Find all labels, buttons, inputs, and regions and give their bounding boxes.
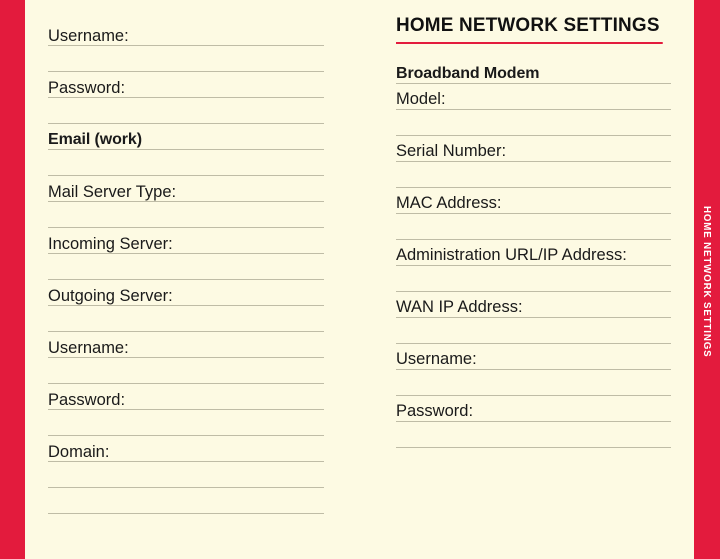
form-rule-blank[interactable]: [48, 98, 324, 124]
form-rule-blank[interactable]: [396, 162, 671, 188]
right-red-edge-bar: [694, 0, 720, 559]
left-form-column: Username: Password: Email (work) Mail Serve…: [48, 0, 324, 514]
form-field-row[interactable]: Outgoing Server:: [48, 280, 324, 306]
field-label: Mail Server Type:: [48, 182, 177, 201]
form-rule-blank[interactable]: [396, 422, 671, 448]
form-rule-blank[interactable]: [396, 318, 671, 344]
form-rule-blank[interactable]: [48, 202, 324, 228]
form-field-row[interactable]: Email (work): [48, 124, 324, 150]
field-label: Outgoing Server:: [48, 286, 173, 305]
form-rule-blank[interactable]: [396, 214, 671, 240]
field-label: MAC Address:: [396, 194, 502, 212]
form-rule-blank[interactable]: [48, 46, 324, 72]
form-rule-blank[interactable]: [48, 488, 324, 514]
form-field-row[interactable]: Mail Server Type:: [48, 176, 324, 202]
form-field-row[interactable]: Administration URL/IP Address:: [396, 240, 671, 266]
left-column-top-spacer: [48, 0, 324, 20]
form-rule-blank[interactable]: [48, 358, 324, 384]
section-side-tab-label: HOME NETWORK SETTINGS: [701, 205, 713, 358]
field-label: Username:: [48, 338, 129, 357]
form-field-row[interactable]: MAC Address:: [396, 188, 671, 214]
left-red-edge-bar: [0, 0, 25, 559]
form-field-row[interactable]: Username:: [396, 344, 671, 370]
form-field-row[interactable]: Password:: [48, 72, 324, 98]
section-title-spacer: [396, 44, 671, 58]
field-label: Model:: [396, 90, 446, 108]
left-field-list: Username: Password: Email (work) Mail Serve…: [48, 20, 324, 514]
field-label: Password:: [48, 390, 126, 409]
form-rule-blank[interactable]: [48, 254, 324, 280]
field-label: Username:: [396, 350, 477, 368]
form-rule-blank[interactable]: [396, 110, 671, 136]
field-label: WAN IP Address:: [396, 298, 523, 316]
form-field-row[interactable]: Username:: [48, 332, 324, 358]
form-field-row[interactable]: Broadband Modem: [396, 58, 671, 84]
form-rule-blank[interactable]: [48, 462, 324, 488]
form-rule-blank[interactable]: [48, 410, 324, 436]
section-title: HOME NETWORK SETTINGS: [396, 15, 663, 44]
form-rule-blank[interactable]: [396, 266, 671, 292]
form-field-row[interactable]: Password:: [396, 396, 671, 422]
form-rule-blank[interactable]: [48, 150, 324, 176]
field-label: Password:: [396, 402, 474, 420]
field-label: Serial Number:: [396, 142, 507, 160]
form-field-row[interactable]: Domain:: [48, 436, 324, 462]
form-field-row[interactable]: Incoming Server:: [48, 228, 324, 254]
field-group-heading: Broadband Modem: [396, 64, 540, 82]
form-field-row[interactable]: WAN IP Address:: [396, 292, 671, 318]
form-field-row[interactable]: Model:: [396, 84, 671, 110]
field-label: Username:: [48, 26, 129, 45]
form-rule-blank[interactable]: [48, 306, 324, 332]
form-rule-blank[interactable]: [396, 370, 671, 396]
form-field-row[interactable]: Password:: [48, 384, 324, 410]
field-label: Administration URL/IP Address:: [396, 246, 627, 264]
field-group-heading: Email (work): [48, 131, 142, 148]
form-field-row[interactable]: Serial Number:: [396, 136, 671, 162]
field-label: Password:: [48, 78, 126, 97]
field-label: Domain:: [48, 442, 110, 461]
form-field-row[interactable]: Username:: [48, 20, 324, 46]
field-label: Incoming Server:: [48, 234, 173, 253]
